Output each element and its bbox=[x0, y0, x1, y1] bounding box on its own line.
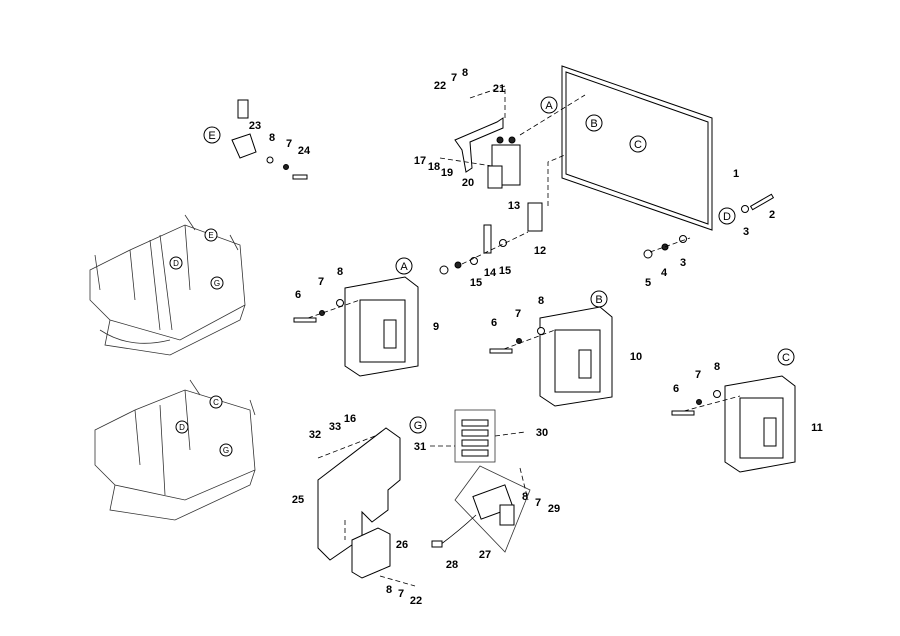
reference-letter: B bbox=[590, 118, 597, 130]
frame-location-letter: G bbox=[214, 279, 220, 288]
reference-letter: C bbox=[782, 352, 790, 364]
sensor-part bbox=[231, 99, 308, 180]
reference-letter: D bbox=[723, 211, 731, 223]
assembly-lines bbox=[307, 85, 741, 587]
part-number-callout: 31 bbox=[414, 441, 426, 453]
part-number-callout: 8 bbox=[386, 584, 392, 596]
fuse-holder bbox=[439, 202, 543, 275]
callout-circle bbox=[718, 207, 736, 225]
callout-circle bbox=[590, 290, 608, 308]
fuse-block bbox=[431, 409, 531, 553]
part-number-callout: 12 bbox=[534, 245, 546, 257]
part-number-callout: 6 bbox=[491, 317, 497, 329]
callout-circle bbox=[203, 126, 221, 144]
machine-frame-top bbox=[89, 214, 246, 356]
part-number-callout: 17 bbox=[414, 155, 426, 167]
part-number-callout: 21 bbox=[493, 83, 505, 95]
part-number-callout: 13 bbox=[508, 200, 520, 212]
controller-10 bbox=[539, 306, 613, 407]
part-number-callout: 7 bbox=[535, 497, 541, 509]
part-number-callout: 8 bbox=[522, 491, 528, 503]
part-number-callout: 25 bbox=[292, 494, 304, 506]
callout-circle bbox=[777, 348, 795, 366]
part-number-callout: 15 bbox=[499, 265, 511, 277]
part-number-callout: 7 bbox=[398, 588, 404, 600]
part-number-callout: 3 bbox=[743, 226, 749, 238]
part-number-callout: 2 bbox=[769, 209, 775, 221]
machine-frame-bottom bbox=[94, 379, 256, 521]
controller-11 bbox=[724, 375, 796, 473]
controller-fasteners bbox=[293, 299, 721, 416]
bolts-right bbox=[643, 193, 775, 259]
reference-letter: A bbox=[545, 100, 553, 112]
part-number-callout: 20 bbox=[462, 177, 474, 189]
part-number-callout: 29 bbox=[548, 503, 560, 515]
frame-location-circle bbox=[204, 228, 218, 242]
reference-letter: A bbox=[400, 261, 408, 273]
part-number-callout: 5 bbox=[645, 277, 651, 289]
part-number-callout: 7 bbox=[318, 276, 324, 288]
part-number-callout: 26 bbox=[396, 539, 408, 551]
part-number-callout: 30 bbox=[536, 427, 548, 439]
callout-circle bbox=[629, 135, 647, 153]
frame-location-letter: E bbox=[208, 231, 213, 240]
frame-location-circle bbox=[210, 276, 224, 290]
part-number-callout: 32 bbox=[309, 429, 321, 441]
callout-circle bbox=[395, 257, 413, 275]
mounting-plate bbox=[317, 427, 401, 561]
part-number-callout: 6 bbox=[295, 289, 301, 301]
frame-letter-layer: E D G C D G bbox=[169, 228, 233, 457]
part-number-callout: 22 bbox=[410, 595, 422, 607]
part-number-callout: 8 bbox=[337, 266, 343, 278]
reference-letter: B bbox=[595, 294, 602, 306]
callout-circle bbox=[540, 96, 558, 114]
part-number-callout: 8 bbox=[714, 361, 720, 373]
part-number-callout: 23 bbox=[249, 120, 261, 132]
frame-location-letter: D bbox=[173, 259, 179, 268]
controller-9 bbox=[344, 276, 419, 377]
frame-location-circle bbox=[219, 443, 233, 457]
part-number-callout: 1 bbox=[733, 168, 739, 180]
part-number-callout: 24 bbox=[298, 145, 311, 157]
reference-letter: E bbox=[208, 130, 215, 142]
frame-location-circle bbox=[209, 395, 223, 409]
part-number-callout: 6 bbox=[673, 383, 679, 395]
part-number-callout: 8 bbox=[538, 295, 544, 307]
callout-circle bbox=[409, 416, 427, 434]
part-number-callout: 33 bbox=[329, 421, 341, 433]
part-number-callout: 18 bbox=[428, 161, 440, 173]
frame-location-circle bbox=[169, 256, 183, 270]
part-number-callout: 19 bbox=[441, 167, 453, 179]
frame-location-letter: D bbox=[179, 423, 185, 432]
part-number-callout: 7 bbox=[286, 138, 292, 150]
frame-location-letter: C bbox=[213, 398, 219, 407]
part-number-callout: 4 bbox=[661, 267, 668, 279]
part-number-callout: 14 bbox=[484, 267, 497, 279]
part-number-callout: 27 bbox=[479, 549, 491, 561]
part-number-callout: 7 bbox=[515, 308, 521, 320]
part-number-callout: 9 bbox=[433, 321, 439, 333]
part-number-callout: 8 bbox=[462, 67, 468, 79]
reference-letter: G bbox=[414, 420, 423, 432]
part-number-callout: 28 bbox=[446, 559, 458, 571]
callout-circle bbox=[585, 114, 603, 132]
part-number-callout: 15 bbox=[470, 277, 482, 289]
part-number-callout: 3 bbox=[680, 257, 686, 269]
part-number-callout: 7 bbox=[451, 72, 457, 84]
part-number-callout: 10 bbox=[630, 351, 642, 363]
part-number-callout: 22 bbox=[434, 80, 446, 92]
part-number-callout: 16 bbox=[344, 413, 356, 425]
module-26 bbox=[351, 527, 391, 579]
part-number-callout: 11 bbox=[811, 422, 823, 434]
part-number-callout: 7 bbox=[695, 369, 701, 381]
part-number-callout: 8 bbox=[269, 132, 275, 144]
contactor-assembly bbox=[454, 117, 521, 189]
frame-location-letter: G bbox=[223, 446, 229, 455]
reference-letter: C bbox=[634, 139, 642, 151]
frame-location-circle bbox=[175, 420, 189, 434]
